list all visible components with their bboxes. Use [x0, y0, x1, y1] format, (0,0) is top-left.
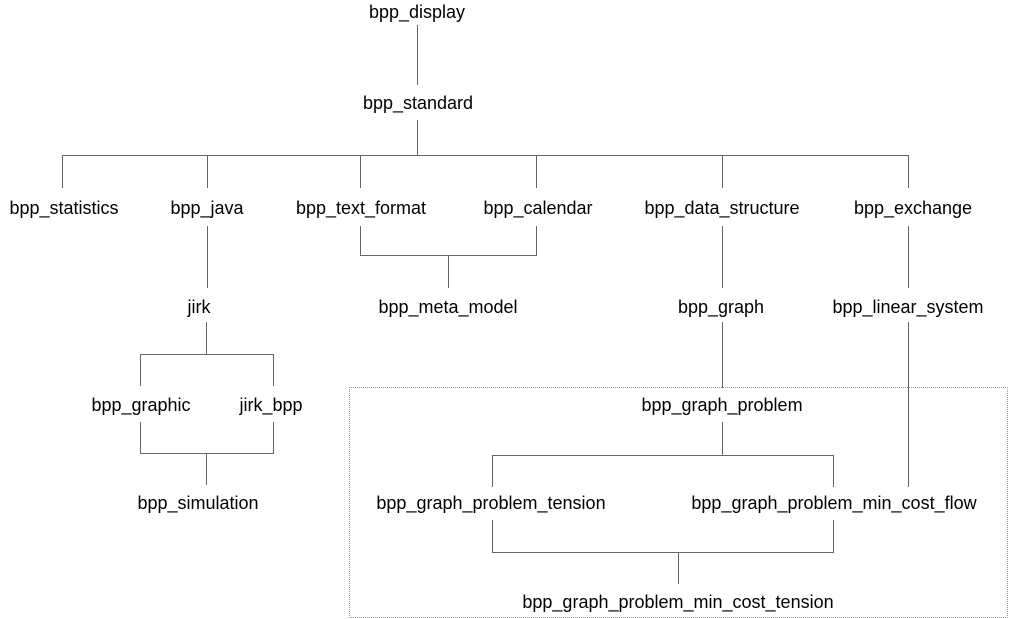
connector-line [722, 322, 723, 388]
connector-line [908, 226, 909, 288]
connector-line [492, 455, 493, 487]
node-bpp-graph-problem-tension: bpp_graph_problem_tension [374, 492, 608, 514]
connector-line [833, 520, 834, 552]
connector-line [140, 453, 274, 454]
node-bpp-java: bpp_java [168, 197, 246, 219]
connector-line [448, 255, 449, 288]
connector-line [140, 354, 141, 386]
connector-line [273, 354, 274, 386]
connector-line [833, 455, 834, 487]
connector-line [492, 455, 834, 456]
node-bpp-text-format: bpp_text_format [293, 197, 429, 219]
connector-line [206, 322, 207, 354]
node-bpp-graph-problem-min-cost-flow: bpp_graph_problem_min_cost_flow [689, 492, 979, 514]
node-bpp-calendar: bpp_calendar [481, 197, 595, 219]
node-bpp-graph-problem: bpp_graph_problem [639, 394, 805, 416]
node-bpp-meta-model: bpp_meta_model [376, 296, 520, 318]
connector-line [536, 155, 537, 188]
connector-line [140, 422, 141, 453]
connector-line [360, 226, 361, 256]
connector-line [908, 322, 909, 487]
connector-line [492, 552, 834, 553]
node-bpp-statistics: bpp_statistics [7, 197, 121, 219]
node-jirk: jirk [185, 296, 213, 318]
node-bpp-data-structure: bpp_data_structure [642, 197, 802, 219]
node-jirk-bpp: jirk_bpp [237, 394, 305, 416]
connector-line [140, 354, 274, 355]
connector-line [722, 226, 723, 288]
connector-line [417, 120, 418, 155]
connector-line [62, 155, 63, 188]
connector-line [417, 25, 418, 85]
connector-line [206, 453, 207, 485]
node-bpp-graph: bpp_graph [675, 296, 767, 318]
connector-line [536, 226, 537, 256]
node-bpp-exchange: bpp_exchange [851, 197, 975, 219]
connector-line [908, 155, 909, 188]
node-bpp-display: bpp_display [366, 1, 468, 23]
node-bpp-linear-system: bpp_linear_system [830, 296, 986, 318]
connector-line [207, 226, 208, 288]
connector-line [273, 422, 274, 453]
connector-line [360, 155, 361, 188]
node-bpp-standard: bpp_standard [360, 92, 476, 114]
connector-line [207, 155, 208, 188]
node-bpp-graph-problem-min-cost-tension: bpp_graph_problem_min_cost_tension [520, 591, 836, 613]
connector-line [722, 422, 723, 455]
node-bpp-graphic: bpp_graphic [89, 394, 193, 416]
graph-problem-group-box [349, 387, 1008, 618]
connector-line [678, 552, 679, 584]
connector-line [492, 520, 493, 552]
node-bpp-simulation: bpp_simulation [135, 492, 261, 514]
connector-line [62, 155, 909, 156]
connector-line [722, 155, 723, 188]
